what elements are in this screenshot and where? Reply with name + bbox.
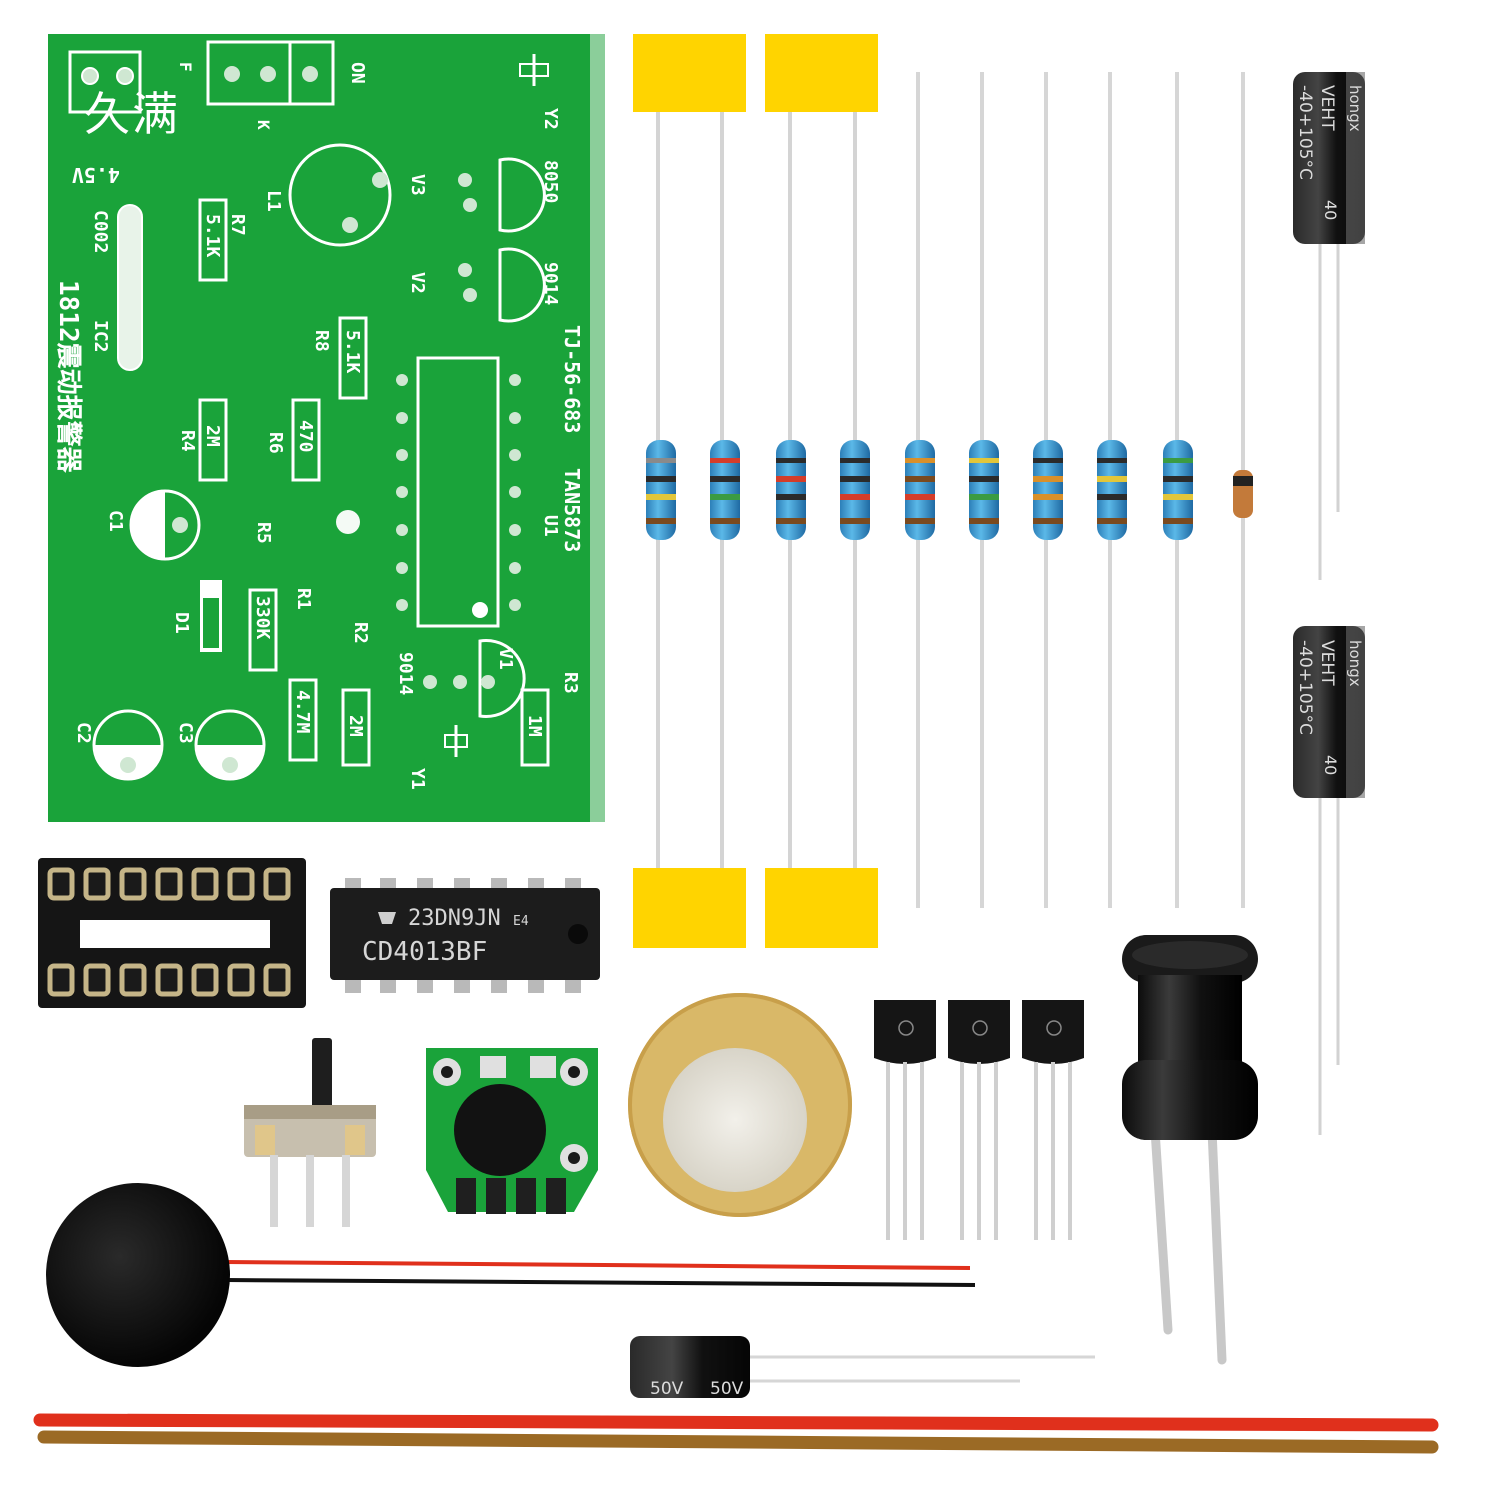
- r7-value: 5.1K: [202, 214, 223, 258]
- ic-socket: [38, 858, 306, 1008]
- r2-value: 4.7M: [292, 690, 313, 734]
- r6-value: 470: [295, 420, 316, 453]
- resistor-6: [969, 440, 999, 540]
- cap-bottom-series: VEHT: [1317, 640, 1337, 686]
- l1-label: L1: [263, 190, 284, 212]
- resistor-5: [905, 440, 935, 540]
- switch-on-label: ON: [347, 62, 368, 84]
- d1-label: D1: [171, 612, 192, 634]
- cap-bottom-rating: -40+105°C: [1295, 640, 1315, 735]
- v3-type: 8050: [540, 160, 561, 203]
- v2-label: V2: [407, 272, 428, 294]
- r5-label: R5: [253, 522, 274, 544]
- resistor-2: [710, 440, 740, 540]
- c3-label: C3: [175, 722, 196, 744]
- v3-label: V3: [407, 174, 428, 196]
- r4-value: 2M: [202, 425, 223, 447]
- resistor-9: [1163, 440, 1193, 540]
- r1-label: R1: [293, 588, 314, 610]
- inductor: [1122, 935, 1258, 1365]
- resistor-1: [646, 440, 676, 540]
- r3-value: 1M: [524, 715, 545, 737]
- r6-label: R6: [265, 432, 286, 454]
- transistors: [874, 1000, 1084, 1240]
- resistors: [646, 440, 1253, 540]
- resistor-3: [776, 440, 806, 540]
- resistor-leads: [916, 72, 1245, 908]
- pcb-title: 1812震动报警器: [53, 280, 84, 474]
- r2-label: R2: [350, 622, 371, 644]
- chip-line1: 23DN9JN: [408, 906, 501, 931]
- electrolytic-capacitor-small: 50V 50V: [630, 1336, 1095, 1399]
- u1-label: U1: [540, 515, 561, 537]
- y2-label: Y2: [540, 108, 561, 130]
- bottom-wires: [33, 1413, 1439, 1454]
- c1-label: C1: [105, 510, 126, 532]
- c002-label: C002: [90, 210, 111, 253]
- v2-type: 9014: [540, 262, 561, 306]
- buzzer-module: [426, 1048, 598, 1214]
- transistor-1: [874, 1000, 936, 1240]
- cap-bottom-brand: hongx: [1346, 640, 1364, 687]
- watermark-text: 久满: [84, 87, 180, 141]
- transistor-2: [948, 1000, 1010, 1240]
- pcb-code: TJ-56-683: [560, 325, 584, 433]
- electrolytic-capacitor-bottom: -40+105°C VEHT hongx 40: [1293, 626, 1365, 1135]
- piezo-disc: [628, 993, 852, 1217]
- cap-top-rating: -40+105°C: [1295, 85, 1315, 180]
- c2-label: C2: [73, 722, 94, 744]
- ic-name: TAN5873: [560, 468, 584, 552]
- power-label: 4.5V: [72, 163, 120, 187]
- ic2-label: IC2: [90, 320, 111, 353]
- resistor-8: [1097, 440, 1127, 540]
- ic-chip: 23DN9JN E4 CD4013BF: [330, 878, 600, 993]
- cap-bottom-value: 40: [1321, 755, 1340, 775]
- cap-top-series: VEHT: [1317, 85, 1337, 131]
- small-cap-voltage-2: 50V: [710, 1379, 744, 1399]
- slide-switch: [244, 1038, 376, 1227]
- r3-label: R3: [560, 672, 581, 694]
- resistor-4: [840, 440, 870, 540]
- v1-label: V1: [495, 648, 516, 670]
- r1-value: 330K: [252, 596, 273, 640]
- small-cap-voltage-1: 50V: [650, 1379, 684, 1399]
- chip-line2: CD4013BF: [362, 937, 487, 967]
- vibration-motor: [46, 1183, 976, 1367]
- chip-suffix: E4: [513, 914, 529, 929]
- y1-label: Y1: [407, 768, 428, 790]
- r4-label: R4: [177, 430, 198, 452]
- switch-k-label: K: [254, 120, 273, 130]
- r8-label: R8: [311, 330, 332, 352]
- cap-top-brand: hongx: [1346, 85, 1364, 132]
- svg-text:F: F: [176, 62, 195, 72]
- cap-top-value: 40: [1321, 200, 1340, 220]
- r-2m-value: 2M: [345, 715, 366, 737]
- electrolytic-capacitor-top: -40+105°C VEHT hongx 40: [1293, 72, 1365, 580]
- pcb-board: 4.5V ON K F Y2 L1 V3 8050 V2 9014 C002: [48, 34, 605, 822]
- r8-value: 5.1K: [342, 330, 363, 374]
- v1-type: 9014: [395, 652, 416, 696]
- diode: [1233, 470, 1253, 518]
- transistor-3: [1022, 1000, 1084, 1240]
- resistor-7: [1033, 440, 1063, 540]
- r7-label: R7: [227, 214, 248, 236]
